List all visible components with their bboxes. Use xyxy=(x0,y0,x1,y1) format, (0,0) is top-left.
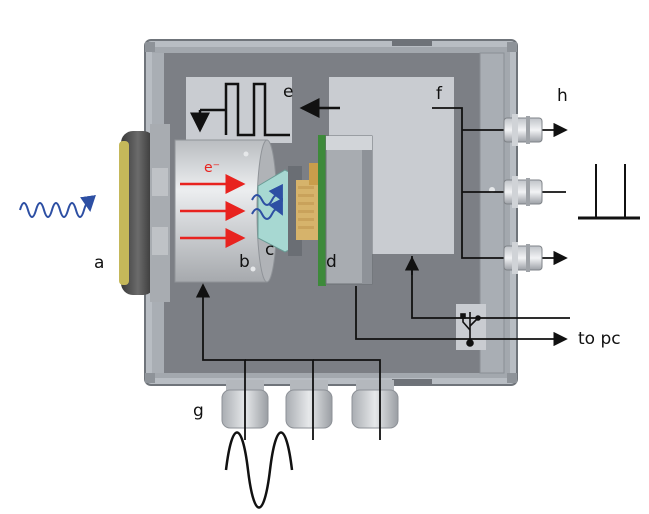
label-c: c xyxy=(265,240,275,260)
supply-wires xyxy=(195,283,381,440)
label-to-pc: to pc xyxy=(578,329,621,349)
spectrum-symbol xyxy=(578,164,640,220)
label-b: b xyxy=(239,252,250,272)
sine-wave-input xyxy=(224,431,294,509)
bnc-connector-icon xyxy=(503,114,543,274)
label-electron: e⁻ xyxy=(204,160,221,176)
label-d: d xyxy=(326,252,337,272)
window-ring-a xyxy=(119,124,170,302)
pulse-signal xyxy=(190,82,340,137)
label-e: e xyxy=(283,82,294,102)
electron-arrows xyxy=(180,174,246,248)
label-a: a xyxy=(94,253,105,273)
scintillation-waves xyxy=(251,183,283,220)
circuit-board-d xyxy=(296,135,373,286)
incoming-radiation-wave xyxy=(19,195,96,218)
label-g: g xyxy=(193,401,204,421)
label-f: f xyxy=(436,84,442,104)
usb-block xyxy=(456,304,486,350)
label-h: h xyxy=(557,86,568,106)
usb-wires xyxy=(355,256,570,347)
cable-gland-icon xyxy=(221,380,399,429)
